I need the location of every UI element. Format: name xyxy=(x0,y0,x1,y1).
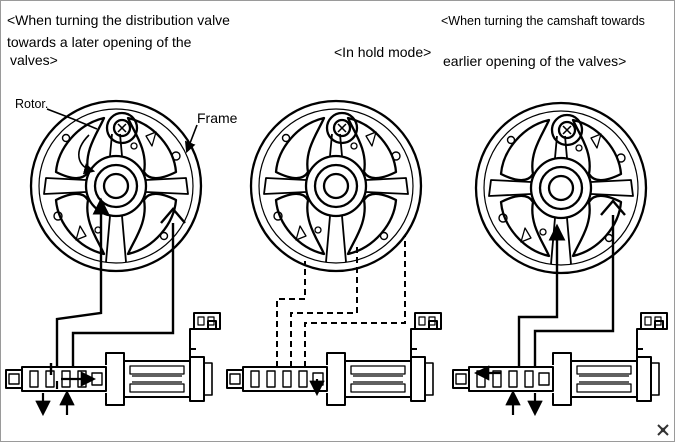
label-rotor: Rotor. xyxy=(15,97,49,111)
oil-control-valve-earlier xyxy=(452,312,668,406)
watermark-icon xyxy=(657,424,669,436)
oil-lines-later xyxy=(49,197,186,375)
oil-control-valve-later xyxy=(5,312,221,406)
flow-arrows-earlier xyxy=(473,365,543,417)
oil-lines-earlier xyxy=(517,199,626,367)
label-leaders xyxy=(46,108,198,175)
oil-lines-hold-dashed xyxy=(276,235,406,367)
flow-arrows-later xyxy=(35,371,97,417)
caption-left-line2: towards a later opening of the xyxy=(7,34,192,50)
caption-left-line3: valves> xyxy=(10,52,58,68)
caption-right-line1: <When turning the camshaft towards xyxy=(441,14,645,28)
caption-right-line2: earlier opening of the valves> xyxy=(443,53,627,69)
oil-control-valve-hold xyxy=(226,312,442,406)
caption-left-line1: <When turning the distribution valve xyxy=(7,12,230,28)
label-frame: Frame xyxy=(197,110,238,126)
caption-middle: <In hold mode> xyxy=(334,44,432,60)
actuator-earlier-opening xyxy=(474,101,648,275)
actuator-later-opening xyxy=(29,99,203,273)
actuator-hold-mode xyxy=(249,99,423,273)
